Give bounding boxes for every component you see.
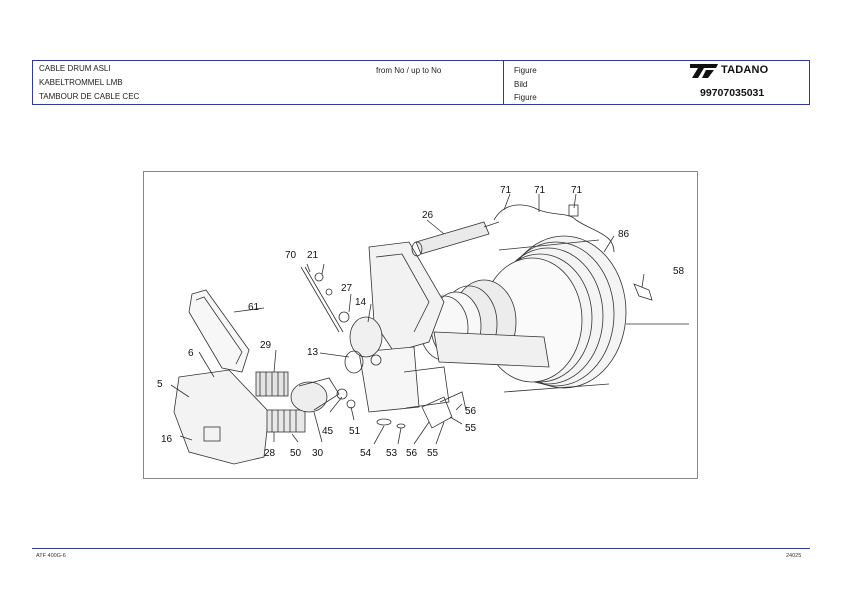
callout: 53 — [386, 448, 398, 459]
callout: 86 — [618, 229, 630, 240]
callout: 28 — [264, 448, 276, 459]
callout: 45 — [322, 426, 334, 437]
callout: 61 — [248, 302, 260, 313]
title-fr: TAMBOUR DE CABLE CEC — [39, 92, 140, 101]
callout: 50 — [290, 448, 302, 459]
callout-labels: 71 71 71 26 86 70 21 58 27 61 14 100 29 … — [157, 185, 717, 459]
callout: 51 — [349, 426, 361, 437]
callout: 58 — [673, 266, 685, 277]
figure-label-en: Figure — [514, 66, 537, 75]
title-block-divider — [503, 61, 504, 104]
callout: 6 — [188, 348, 194, 359]
callout: 71 — [571, 185, 583, 196]
callout: 70 — [285, 250, 297, 261]
brand-name: TADANO — [721, 64, 769, 76]
figure-label-fr: Figure — [514, 93, 537, 102]
callout: 29 — [260, 340, 272, 351]
title-block — [32, 60, 810, 105]
tadano-logo-icon — [690, 64, 718, 78]
callout: 71 — [534, 185, 546, 196]
callout: 71 — [500, 185, 512, 196]
callout: 56 — [465, 406, 477, 417]
callout: 5 — [157, 379, 163, 390]
callout: 16 — [161, 434, 173, 445]
footer-rule — [32, 548, 810, 549]
callout: 55 — [427, 448, 439, 459]
exploded-view-drawing: 71 71 71 26 86 70 21 58 27 61 14 100 29 … — [157, 185, 717, 465]
callout: 56 — [406, 448, 418, 459]
callout: 13 — [307, 347, 319, 358]
callout: 54 — [360, 448, 372, 459]
title-de: KABELTROMMEL LMB — [39, 78, 123, 87]
exploded-view-frame: 71 71 71 26 86 70 21 58 27 61 14 100 29 … — [143, 171, 717, 479]
callout: 55 — [465, 423, 477, 434]
footer-model: ATF 400G-6 — [36, 553, 66, 559]
callout: 21 — [307, 250, 319, 261]
serial-range: from No / up to No — [376, 66, 442, 75]
figure-label-de: Bild — [514, 80, 528, 89]
callout: 27 — [341, 283, 353, 294]
footer-code: 24025 — [786, 553, 802, 559]
callout: 30 — [312, 448, 324, 459]
callout: 26 — [422, 210, 434, 221]
title-en: CABLE DRUM ASLI — [39, 64, 111, 73]
part-number: 99707035031 — [700, 87, 765, 99]
callout: 14 — [355, 297, 367, 308]
